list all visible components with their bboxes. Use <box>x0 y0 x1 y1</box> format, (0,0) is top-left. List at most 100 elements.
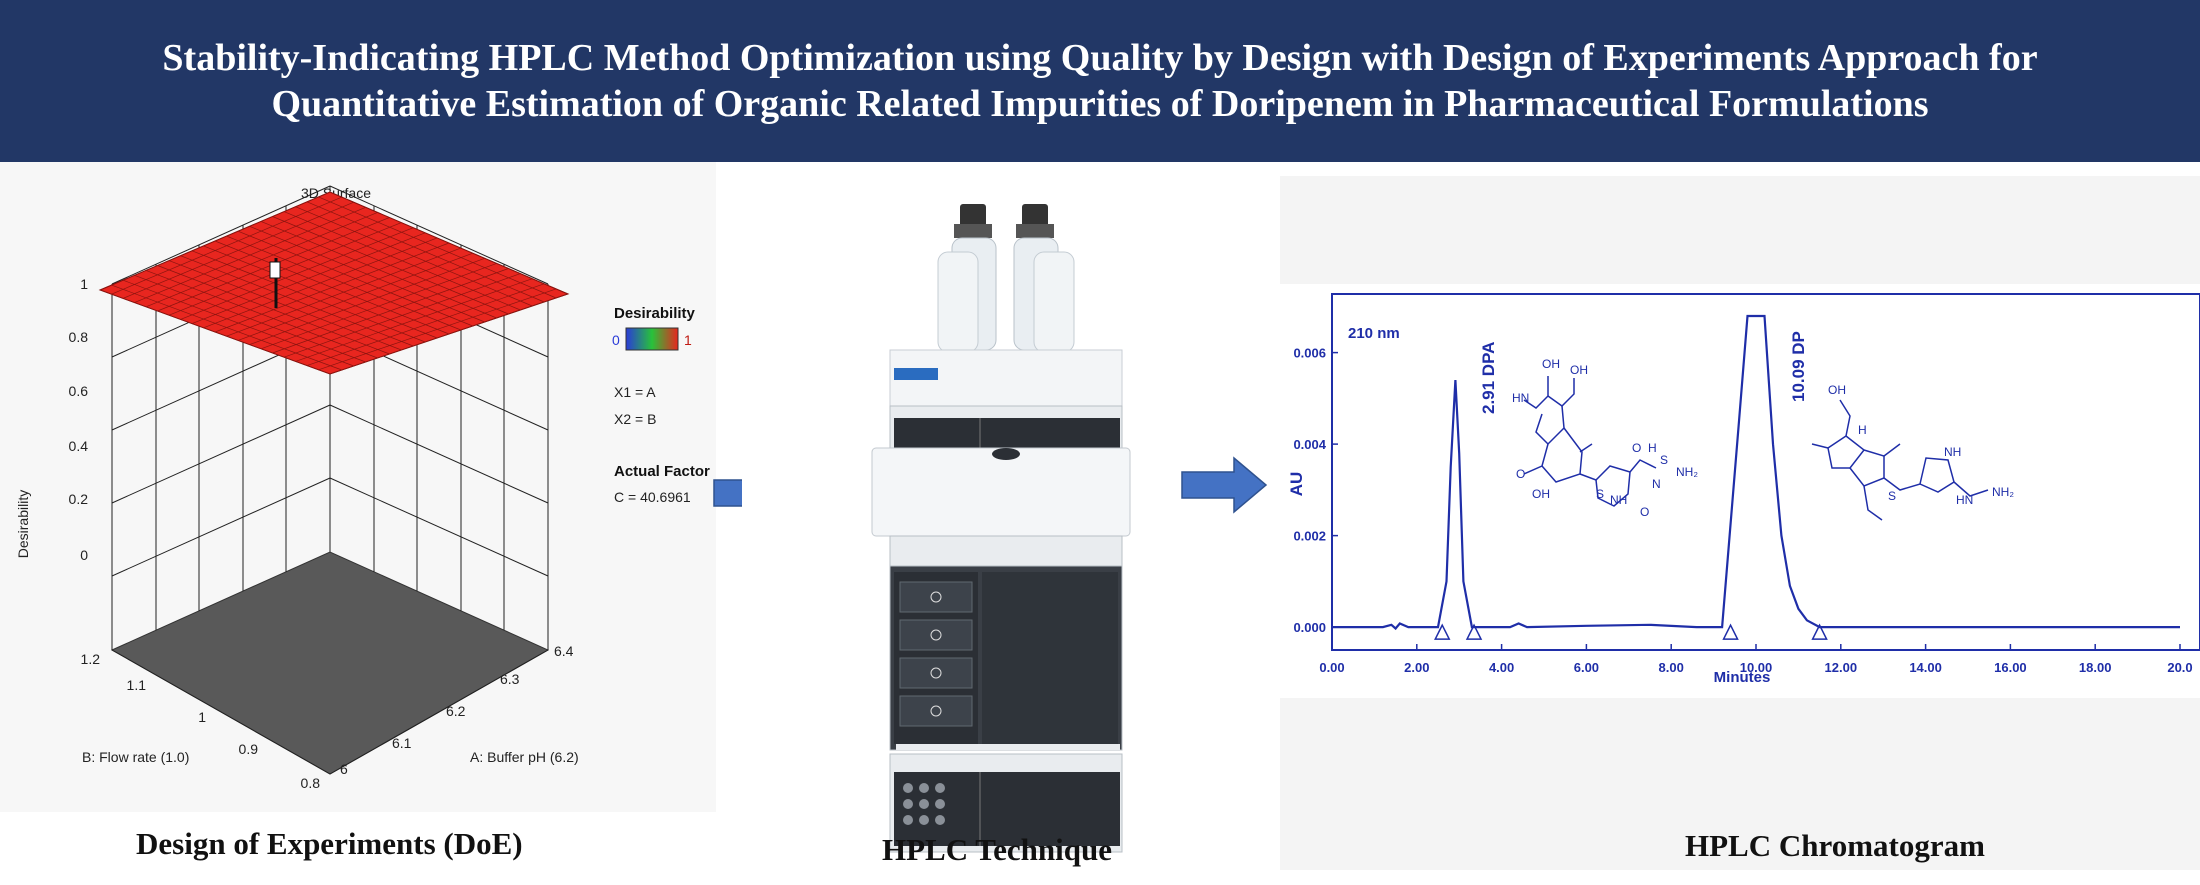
structure-atom-label: H <box>1648 441 1657 455</box>
wavelength-label: 210 nm <box>1348 325 1400 342</box>
brand-badge <box>894 368 938 380</box>
mesh-line <box>283 273 521 358</box>
title-line-1: Stability-Indicating HPLC Method Optimiz… <box>162 37 2038 79</box>
hplc-caption: HPLC Technique <box>882 832 1112 867</box>
vial-dot <box>903 783 913 793</box>
dpa-structure <box>1523 376 1657 507</box>
mesh-line <box>260 263 497 350</box>
structure-atom-label: O <box>1640 505 1649 519</box>
degasser-front <box>894 772 1120 846</box>
mesh-line <box>306 283 545 366</box>
arrow-right-icon <box>1181 456 1268 514</box>
surface-mesh <box>99 191 569 375</box>
mesh-line <box>329 191 569 295</box>
b-ticks: 1.21.110.90.8 <box>81 651 321 791</box>
doe-caption: Design of Experiments (DoE) <box>136 826 523 861</box>
mesh-line <box>249 225 485 323</box>
b-tick-label: 0.8 <box>301 775 321 791</box>
peak2-label: 10.09 DP <box>1789 331 1808 402</box>
doe-3d-surface-plot: 3D Surface Desirability 10. <box>15 185 710 791</box>
x-tick-label: 8.00 <box>1659 660 1684 675</box>
x-tick-label: 6.00 <box>1574 660 1599 675</box>
z-ticks: 10.80.60.40.20 <box>69 276 89 563</box>
desirability-surface <box>98 191 570 375</box>
x-tick-label: 20.0 <box>2167 660 2192 675</box>
drawer-set <box>899 581 973 727</box>
mesh-line <box>329 293 569 375</box>
z-tick-label: 1 <box>80 276 88 292</box>
legend-title: Desirability <box>614 305 696 322</box>
vial-dot <box>935 815 945 825</box>
drawer-knob <box>930 667 942 679</box>
chromatogram-caption: HPLC Chromatogram <box>1685 828 1985 863</box>
x-tick-label: 12.00 <box>1825 660 1858 675</box>
peak-marker <box>1465 623 1483 640</box>
mesh-line <box>214 242 450 333</box>
structure-atom-label: O <box>1516 467 1525 481</box>
actual-factor-title: Actual Factor <box>614 463 710 480</box>
oven-knob <box>992 448 1020 460</box>
x-tick-label: 16.00 <box>1994 660 2027 675</box>
b-tick-label: 1.2 <box>81 651 101 667</box>
mesh-line <box>295 206 533 307</box>
mesh-line <box>237 230 473 327</box>
peak-marker <box>1811 623 1828 640</box>
structure-atom-label: NH₂ <box>1676 465 1698 479</box>
z-tick-label: 0.4 <box>69 438 89 454</box>
vial-dot <box>919 815 929 825</box>
peak-marker <box>1434 623 1451 640</box>
y-tick-label: 0.002 <box>1293 529 1326 544</box>
plot-frame <box>1331 293 2200 651</box>
drawer <box>899 581 973 613</box>
structure-atom-label: OH <box>1828 383 1846 397</box>
mesh-line <box>226 235 462 331</box>
a-axis-label: A: Buffer pH (6.2) <box>470 749 579 765</box>
title-banner: Stability-Indicating HPLC Method Optimiz… <box>0 0 2200 162</box>
detector-base <box>896 744 1120 750</box>
drawer <box>899 695 973 727</box>
structure-atom-label: OH <box>1532 487 1550 501</box>
structure-atom-label: O <box>1632 441 1641 455</box>
a-tick-label: 6 <box>340 761 348 777</box>
x-tick-label: 10.00 <box>1740 660 1773 675</box>
mesh-line <box>272 268 509 354</box>
x-tick-label: 18.00 <box>2079 660 2112 675</box>
x-tick-label: 0.00 <box>1319 660 1344 675</box>
drawer-knob <box>930 629 942 641</box>
a-tick-label: 6.1 <box>392 735 412 751</box>
hplc-panel <box>742 162 1277 880</box>
a-tick-label: 6.3 <box>500 671 520 687</box>
optimum-flag <box>269 261 281 279</box>
b-tick-label: 1.1 <box>127 677 147 693</box>
chrom-axes <box>1331 293 2200 651</box>
vial-dot <box>935 783 945 793</box>
a-ticks: 66.16.26.36.4 <box>340 643 574 777</box>
y-tick-label: 0.006 <box>1293 346 1326 361</box>
legend-max: 1 <box>684 332 692 348</box>
y-tick-label: 0.004 <box>1293 437 1326 452</box>
doe-caption-bar <box>0 812 740 880</box>
peak-markers <box>1434 623 1828 640</box>
legend-color-bar <box>625 327 679 351</box>
factor-x2: X2 = B <box>614 411 656 427</box>
structure-atom-label: NH <box>1610 493 1627 507</box>
structure-atom-label: NH <box>1944 445 1961 459</box>
solvent-bottles <box>937 204 1075 353</box>
vial-dot <box>935 799 945 809</box>
z-tick-label: 0.8 <box>69 329 89 345</box>
structure-atom-label: H <box>1858 423 1867 437</box>
structure-atom-label: HN <box>1512 391 1529 405</box>
z-tick-label: 0.6 <box>69 383 89 399</box>
structure-atom-label: NH₂ <box>1992 485 2014 499</box>
peak-marker <box>1722 623 1739 640</box>
mesh-line <box>283 211 521 311</box>
mesh-line <box>249 257 485 345</box>
mesh-line <box>306 201 545 303</box>
mesh-line <box>272 216 509 315</box>
surface-floor <box>110 551 550 775</box>
b-tick-label: 1 <box>198 709 206 725</box>
